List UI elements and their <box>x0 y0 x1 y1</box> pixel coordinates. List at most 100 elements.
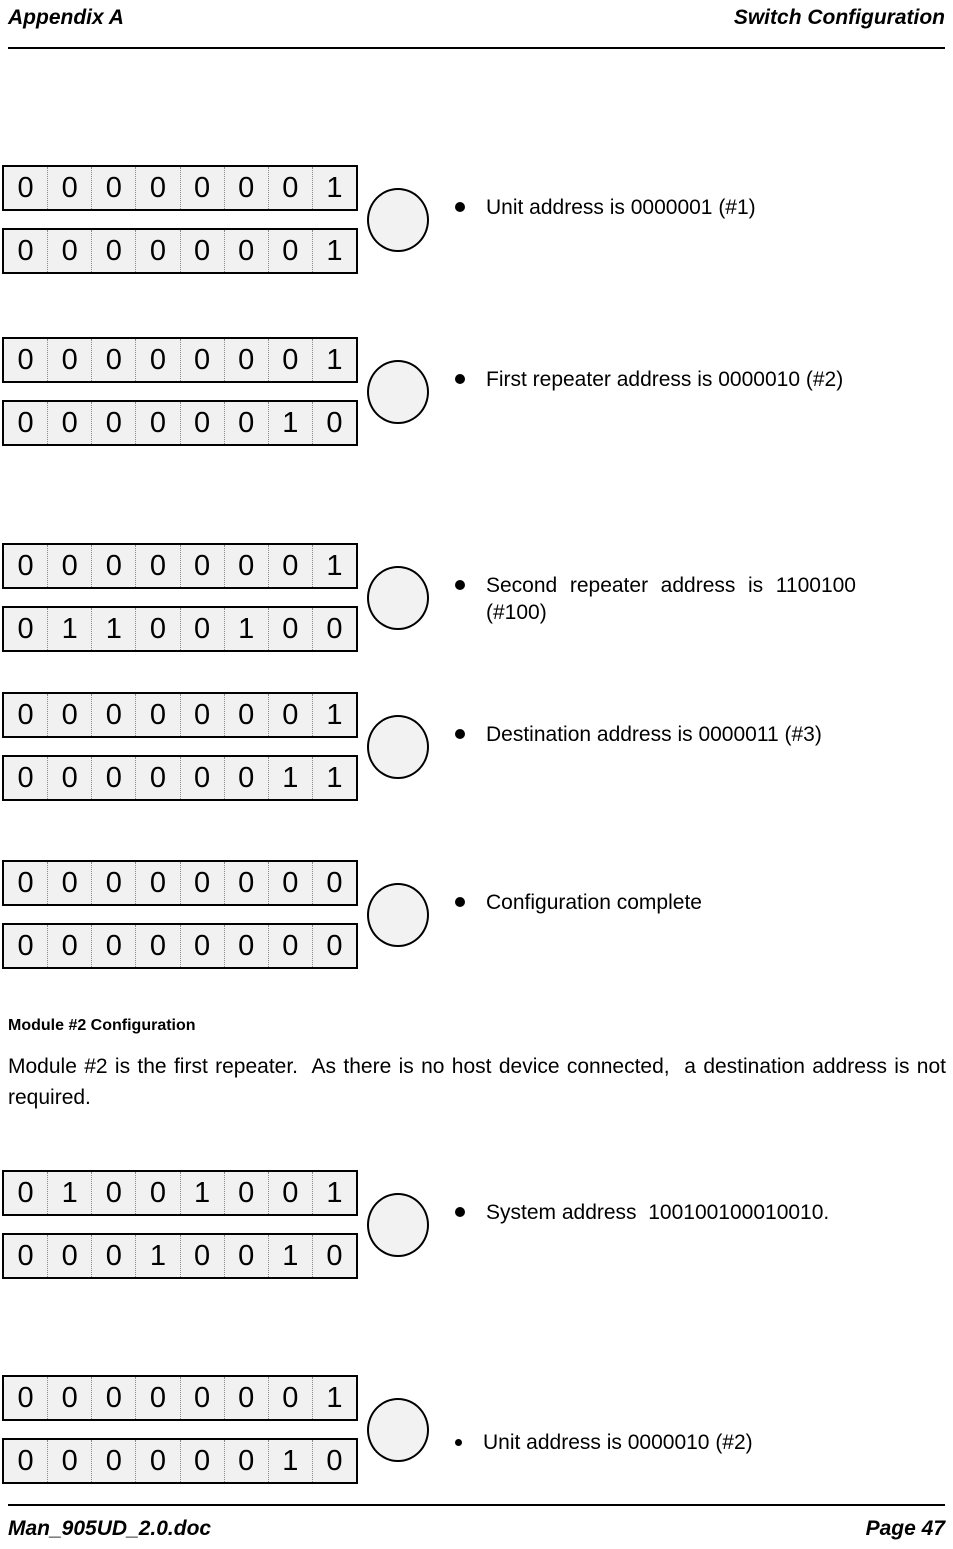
dip-switch-bit: 1 <box>267 402 312 444</box>
bullet-item: Destination address is 0000011 (#3) <box>455 721 822 748</box>
bullet-item: First repeater address is 0000010 (#2) <box>455 366 843 393</box>
dip-switch-bit: 0 <box>179 1440 224 1482</box>
dip-switch-bit: 0 <box>91 1235 135 1277</box>
dip-switch-bit: 0 <box>179 1377 224 1419</box>
dip-switch-bit: 0 <box>47 402 91 444</box>
dip-switch-bit: 1 <box>311 339 356 381</box>
bullet-dot-icon <box>455 1207 465 1217</box>
dip-switch-bit: 0 <box>91 694 135 736</box>
dip-switch-bit: 0 <box>135 694 179 736</box>
dip-switch-bit: 1 <box>311 545 356 587</box>
bullet-text: Unit address is 0000010 (#2) <box>483 1431 753 1454</box>
dip-switch-bit: 0 <box>267 339 312 381</box>
dip-switch-bit: 0 <box>135 339 179 381</box>
dip-switch-bit: 0 <box>17 344 34 376</box>
dip-switch-bit: 0 <box>135 862 179 904</box>
dip-switch-bit: 0 <box>267 1172 312 1214</box>
dip-switch-bit: 1 <box>267 1440 312 1482</box>
bullet-dot-icon <box>455 202 465 212</box>
rotary-knob-circle <box>367 1193 429 1257</box>
dip-switch-bit: 0 <box>17 699 34 731</box>
dip-switch-bit: 0 <box>91 757 135 799</box>
dip-switch-bit: 1 <box>311 1377 356 1419</box>
rotary-knob-circle <box>367 715 429 779</box>
dip-switch-bit: 0 <box>91 1172 135 1214</box>
rotary-knob-circle <box>367 360 429 424</box>
dip-switch-bit: 0 <box>17 407 34 439</box>
dip-switch-bit: 1 <box>267 1235 312 1277</box>
dip-switch-bit: 0 <box>135 608 179 650</box>
dip-switch-bit: 0 <box>223 694 268 736</box>
dip-switch-bit: 0 <box>223 545 268 587</box>
dip-switch-bit: 0 <box>179 608 224 650</box>
dip-switch-bit: 0 <box>223 1235 268 1277</box>
rotary-knob-circle <box>367 1398 429 1462</box>
dip-switch-bit: 0 <box>311 1440 356 1482</box>
dip-switch-bit: 0 <box>267 167 312 209</box>
dip-switch-bit: 0 <box>311 862 356 904</box>
dip-switch-bit: 0 <box>91 1377 135 1419</box>
dip-switch-bit: 0 <box>223 402 268 444</box>
bullet-text: First repeater address is 0000010 (#2) <box>486 368 844 391</box>
dip-switch-bit: 0 <box>311 925 356 967</box>
dip-switch-bit: 0 <box>47 1440 91 1482</box>
dip-switch-bit: 1 <box>311 757 356 799</box>
dip-switch-bit: 0 <box>91 862 135 904</box>
dip-switch-bit: 0 <box>91 1440 135 1482</box>
dip-switch-bit: 1 <box>311 694 356 736</box>
dip-switch-bit: 1 <box>311 230 356 272</box>
dip-switch-bit: 0 <box>179 694 224 736</box>
dip-switch-bit: 0 <box>17 613 34 645</box>
dip-switch-bit: 0 <box>91 230 135 272</box>
dip-switch-bit: 0 <box>135 1172 179 1214</box>
footer-page-number: Page 47 <box>865 1517 945 1540</box>
dip-switch-bit: 0 <box>47 339 91 381</box>
dip-switch-bit: 0 <box>267 608 312 650</box>
dip-switch-bit: 0 <box>91 545 135 587</box>
dip-switch-bit: 0 <box>91 925 135 967</box>
dip-switch-bit: 0 <box>17 930 34 962</box>
dip-switch-bit: 0 <box>135 757 179 799</box>
dip-switch-bit: 0 <box>223 1172 268 1214</box>
dip-switch-bit: 0 <box>223 862 268 904</box>
dip-switch-bit: 0 <box>267 1377 312 1419</box>
dip-switch-bit: 0 <box>47 862 91 904</box>
dip-switch-bit: 0 <box>135 1377 179 1419</box>
dip-switch-bit: 0 <box>135 230 179 272</box>
bullet-dot-icon <box>455 580 465 590</box>
dip-switch-bit: 0 <box>223 757 268 799</box>
dip-switch-bit: 0 <box>47 757 91 799</box>
dip-switch-bit: 0 <box>17 762 34 794</box>
dip-switch-bit: 0 <box>135 167 179 209</box>
bullet-text: Unit address is 0000001 (#1) <box>486 196 756 219</box>
dip-switch-bit: 0 <box>179 925 224 967</box>
bullet-dot-icon <box>455 729 465 739</box>
dip-switch-bit: 0 <box>17 1240 34 1272</box>
dip-switch-bit: 0 <box>311 608 356 650</box>
dip-switch-bit: 0 <box>267 862 312 904</box>
dip-switch-bit: 0 <box>267 694 312 736</box>
dip-switch-bit: 0 <box>47 1377 91 1419</box>
dip-switch-bit: 1 <box>267 757 312 799</box>
dip-switch-bit: 0 <box>311 1235 356 1277</box>
bullet-item: Second repeater address is 1100100 (#100… <box>455 572 856 626</box>
bullet-text: Second repeater address is 1100100 (#100… <box>486 574 856 624</box>
dip-switch-bit: 0 <box>17 867 34 899</box>
dip-switch-bit: 0 <box>17 550 34 582</box>
